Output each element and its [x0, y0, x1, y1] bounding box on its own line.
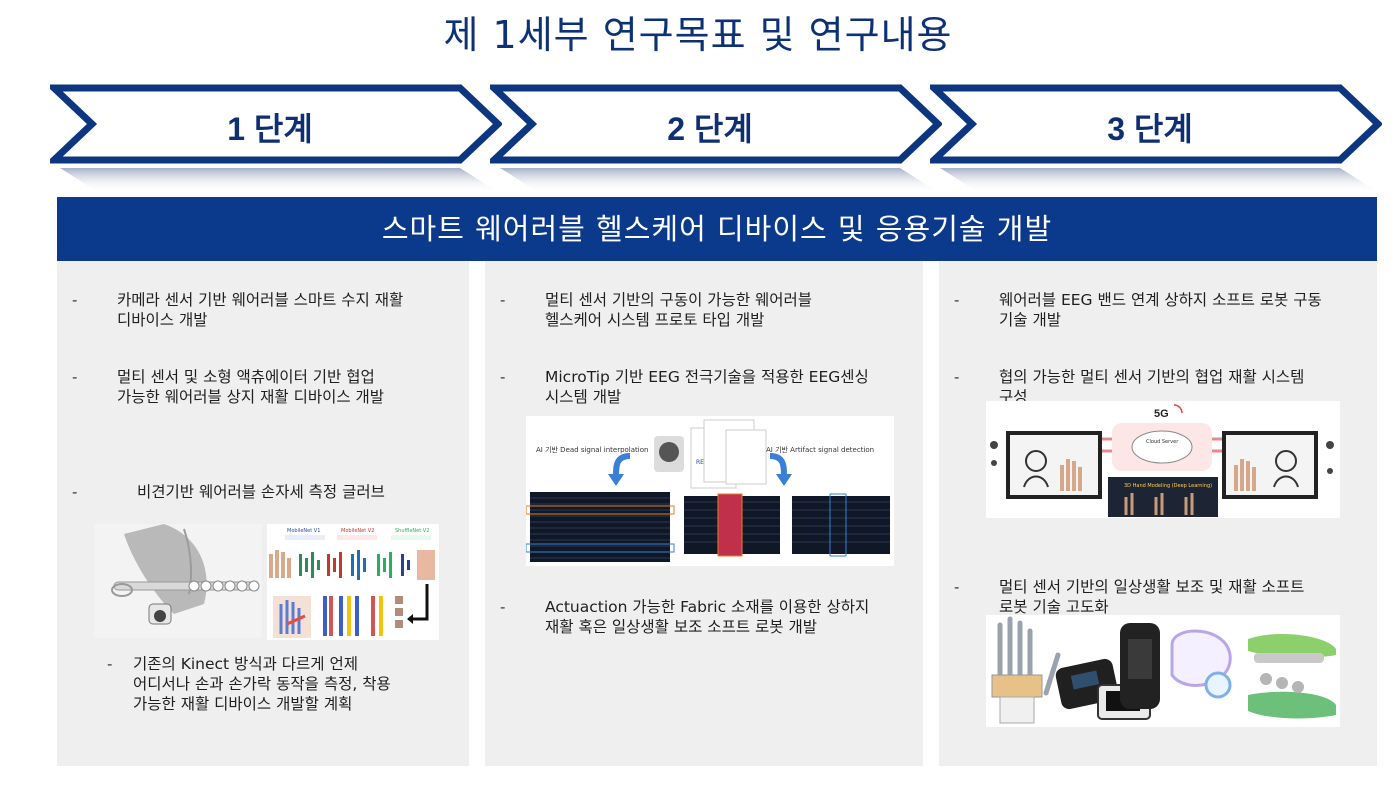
line: 로봇 기술 고도화 — [999, 598, 1109, 616]
bullet-dash: - — [72, 483, 78, 501]
line: 재활 혹은 일상생활 보조 소프트 로봇 개발 — [545, 618, 817, 636]
stage-1-item-3: 비견기반 웨어러블 손자세 측정 글러브 — [137, 483, 385, 501]
line: 멀티 센서 및 소형 액츄에이터 기반 협업 — [117, 368, 375, 386]
stage-1-item-2: 멀티 센서 및 소형 액츄에이터 기반 협업 가능한 웨어러블 상지 재활 디바… — [117, 367, 384, 407]
line: 멀티 센서 기반의 구동이 가능한 웨어러블 — [545, 291, 813, 309]
line: 카메라 센서 기반 웨어러블 스마트 수지 재활 — [117, 291, 404, 309]
stage-3-label: 3 단계 — [1107, 111, 1193, 147]
line: 헬스케어 시스템 프로토 타입 개발 — [545, 311, 765, 329]
stage-2-item-1: 멀티 센서 기반의 구동이 가능한 웨어러블 헬스케어 시스템 프로토 타입 개… — [545, 290, 812, 330]
line: 협의 가능한 멀티 센서 기반의 협업 재활 시스템 — [999, 368, 1305, 386]
stage-2-chevron: 2 단계 — [490, 84, 942, 194]
line: 가능한 재활 디바이스 개발할 계획 — [133, 695, 353, 713]
page-title: 제 1세부 연구목표 및 연구내용 — [443, 13, 953, 57]
line: 멀티 센서 기반의 일상생활 보조 및 재활 소프트 — [999, 578, 1305, 596]
bullet-dash: - — [72, 291, 78, 309]
stage-3-item-3: 멀티 센서 기반의 일상생활 보조 및 재활 소프트 로봇 기술 고도화 — [999, 577, 1304, 617]
line: 시스템 개발 — [545, 388, 622, 406]
stage-1-item-1: 카메라 센서 기반 웨어러블 스마트 수지 재활 디바이스 개발 — [117, 290, 403, 330]
stage-1-chevron: 1 단계 — [50, 84, 502, 194]
stage-1-sub-item: 기존의 Kinect 방식과 다르게 언제 어디서나 손과 손가락 동작을 측정… — [133, 654, 391, 714]
line: Actuaction 가능한 Fabric 소재를 이용한 상하지 — [545, 598, 870, 616]
soft-robot-wearables-figure — [986, 615, 1340, 727]
detection-label: AI 기반 Artifact signal detection — [766, 445, 874, 454]
collaborative-rehab-figure: 5G Cloud Server 3D Hand Modeling (Deep L… — [986, 401, 1340, 518]
stage-1-label: 1 단계 — [227, 111, 313, 147]
bullet-dash: - — [500, 291, 506, 309]
bullet-dash: - — [954, 368, 960, 386]
line: 기술 개발 — [999, 311, 1061, 329]
project-banner: 스마트 웨어러블 헬스케어 디바이스 및 응용기술 개발 — [57, 197, 1377, 261]
line: 기존의 Kinect 방식과 다르게 언제 — [133, 655, 358, 673]
eeg-signal-figure: AI 기반 Dead signal interpolation AI 기반 Ar… — [526, 416, 894, 566]
stage-3-item-1: 웨어러블 EEG 밴드 연계 상하지 소프트 로봇 구동 기술 개발 — [999, 290, 1322, 330]
stage-2-item-3: Actuaction 가능한 Fabric 소재를 이용한 상하지 재활 혹은 … — [545, 597, 869, 637]
stage-1-panel — [57, 261, 469, 766]
line: 가능한 웨어러블 상지 재활 디바이스 개발 — [117, 388, 385, 406]
stage-2-item-2: MicroTip 기반 EEG 전극기술을 적용한 EEG센싱 시스템 개발 — [545, 367, 869, 407]
line: 어디서나 손과 손가락 동작을 측정, 착용 — [133, 675, 391, 693]
glove-device-image — [94, 524, 262, 638]
cloud-server-label: Cloud Server — [1146, 439, 1179, 445]
bullet-dash: - — [500, 598, 506, 616]
model-label-c: ShuffleNet V2 — [395, 528, 429, 534]
bullet-dash: - — [954, 291, 960, 309]
model-label-a: MobileNet V1 — [287, 528, 320, 534]
stage-2-label: 2 단계 — [667, 111, 753, 147]
hand-modeling-label: 3D Hand Modeling (Deep Learning) — [1124, 483, 1212, 489]
bullet-dash: - — [107, 655, 113, 673]
hand-pose-network-figure: MobileNet V1 MobileNet V2 ShuffleNet V2 — [267, 524, 439, 640]
bullet-dash: - — [72, 368, 78, 386]
interpolation-label: AI 기반 Dead signal interpolation — [536, 445, 648, 454]
5g-label: 5G — [1154, 408, 1169, 420]
stage-3-chevron: 3 단계 — [930, 84, 1382, 194]
model-label-b: MobileNet V2 — [341, 528, 374, 534]
bullet-dash: - — [954, 578, 960, 596]
line: 웨어러블 EEG 밴드 연계 상하지 소프트 로봇 구동 — [999, 291, 1322, 309]
line: 디바이스 개발 — [117, 311, 208, 329]
line: MicroTip 기반 EEG 전극기술을 적용한 EEG센싱 — [545, 368, 869, 386]
bullet-dash: - — [500, 368, 506, 386]
